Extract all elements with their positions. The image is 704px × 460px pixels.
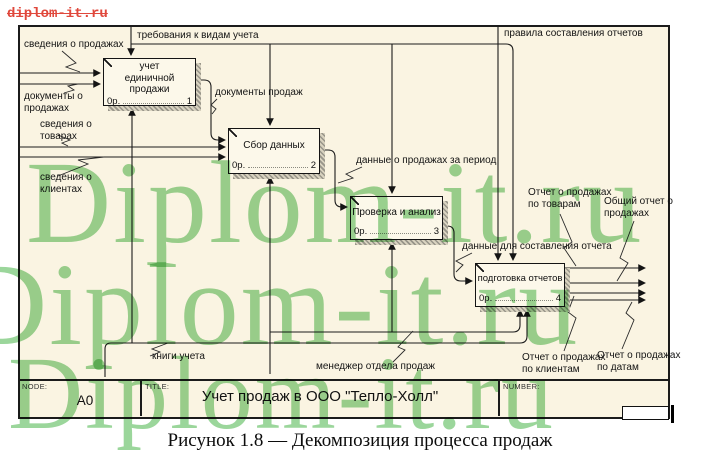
box1-cost: 0р. xyxy=(107,95,121,107)
figure-caption: Рисунок 1.8 — Декомпозиция процесса прод… xyxy=(167,430,553,451)
box2-number: 2 xyxy=(310,160,316,171)
control-branch-line xyxy=(131,43,517,261)
activity-box-1: учет единичной продажи 0р. 1 xyxy=(103,58,196,107)
label-out-total: Общий отчет о продажах xyxy=(604,196,673,219)
leader-dots xyxy=(495,300,553,301)
infobar-top-line xyxy=(18,379,668,381)
site-link[interactable]: diplom-it.ru xyxy=(7,6,108,22)
corner-notch xyxy=(622,406,669,420)
label-callout-zigzags xyxy=(57,50,635,363)
arrow-docs-sales xyxy=(196,79,226,144)
node-label: NODE: xyxy=(22,382,48,391)
leader-dots xyxy=(370,233,431,234)
label-mech-books: книги учета xyxy=(152,351,205,362)
label-input-clients: сведения о клиентах xyxy=(40,172,92,195)
books-line xyxy=(104,309,531,377)
box4-cost: 0р. xyxy=(479,293,493,304)
activity-box-4: подготовка отчетов 0р. 4 xyxy=(475,263,565,307)
box2-cost: 0р. xyxy=(232,160,246,171)
box1-number: 1 xyxy=(186,95,192,107)
box1-title: учет единичной продажи xyxy=(124,61,175,95)
activity-box-2: Сбор данных 0р. 2 xyxy=(228,128,320,174)
label-mech-manager: менеджер отдела продаж xyxy=(316,361,435,372)
activity-box-3: Проверка и анализ 0р. 3 xyxy=(350,196,443,240)
box2-title: Сбор данных xyxy=(243,139,305,151)
node-value: A0 xyxy=(76,393,94,408)
box3-title: Проверка и анализ xyxy=(352,206,441,218)
leader-dots xyxy=(248,167,308,168)
box4-title: подготовка отчетов xyxy=(477,273,563,285)
corner-tick xyxy=(671,405,674,423)
label-out-dates: Отчет о продажах по датам xyxy=(597,350,681,373)
label-control-rules: правила составления отчетов xyxy=(504,28,643,39)
box4-number: 4 xyxy=(555,293,561,304)
box3-number: 3 xyxy=(433,226,439,237)
label-input-docs: документы о продажах xyxy=(24,91,83,114)
label-conn-docs: документы продаж xyxy=(215,87,303,98)
arrow-report-data xyxy=(443,225,473,285)
label-out-clients: Отчет о продажах по клиентам xyxy=(522,352,606,375)
arrow-period-data xyxy=(320,149,348,211)
label-input-goods: сведения о товарах xyxy=(40,119,92,142)
label-conn-report: данные для составления отчета xyxy=(462,241,612,252)
infobar-divider-node xyxy=(140,379,142,416)
infobar-divider-number xyxy=(498,379,500,416)
label-conn-period: данные о продажах за период xyxy=(356,155,497,166)
label-control-account: требования к видам учета xyxy=(137,30,259,41)
label-input-sales: сведения о продажах xyxy=(24,39,124,50)
title-value: Учет продаж в ООО "Тепло-Холл" xyxy=(201,388,439,405)
title-label: TITLE: xyxy=(145,382,170,391)
label-out-goods: Отчет о продажах по товарам xyxy=(528,187,612,210)
leader-dots xyxy=(123,102,184,104)
number-label: NUMBER: xyxy=(503,382,540,391)
box3-cost: 0р. xyxy=(354,226,368,237)
manager-branch xyxy=(270,309,524,333)
